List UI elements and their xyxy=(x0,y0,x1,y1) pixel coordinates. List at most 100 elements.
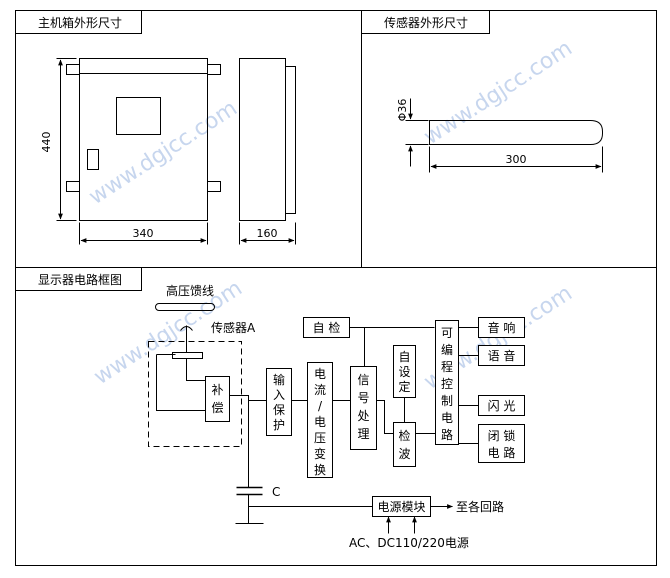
lockout-circuit-block xyxy=(478,424,525,463)
cabinet-side-door xyxy=(285,66,296,214)
mount-ear-bottom-right xyxy=(207,181,221,192)
svg-text:补: 补 xyxy=(211,383,223,397)
svg-text:输: 输 xyxy=(273,372,285,387)
cabinet-handle xyxy=(87,149,99,170)
cabinet-window xyxy=(116,97,161,135)
sensor-outline xyxy=(405,98,603,173)
signal-processing-label: 信 号 处 理 xyxy=(357,373,369,441)
circuit-panel-title: 显示器电路框图 xyxy=(38,272,122,287)
cabinet-panel-title: 主机箱外形尺寸 xyxy=(38,15,122,30)
panel-titles: 主机箱外形尺寸 传感器外形尺寸 显示器电路框图 xyxy=(38,15,468,287)
voice-output-block xyxy=(478,345,525,366)
cabinet-height-label: 440 xyxy=(40,132,53,153)
svg-text:编: 编 xyxy=(441,342,453,357)
cabinet-depth-label: 160 xyxy=(257,227,278,240)
sensor-a-coil-arc xyxy=(180,326,193,331)
svg-text:压: 压 xyxy=(314,431,326,445)
power-module-block xyxy=(372,496,431,517)
svg-text:处: 处 xyxy=(357,409,369,423)
svg-text:控: 控 xyxy=(441,377,453,391)
svg-text:号: 号 xyxy=(357,391,369,405)
lockout-circuit-label: 闭 锁 电 路 xyxy=(488,428,516,460)
circuit-wiring xyxy=(148,303,479,534)
flash-output-block xyxy=(478,395,525,416)
svg-text:可: 可 xyxy=(441,326,453,340)
svg-text:自: 自 xyxy=(398,350,410,364)
compensation-label: 补 偿 xyxy=(211,383,223,415)
svg-text:电: 电 xyxy=(314,367,326,381)
svg-text:/: / xyxy=(318,399,323,413)
svg-text:制: 制 xyxy=(441,394,453,408)
self-setting-label: 自 设 定 xyxy=(398,350,410,394)
svg-text:电: 电 xyxy=(314,415,326,429)
svg-text:理: 理 xyxy=(357,427,369,441)
sensor-panel-title: 传感器外形尺寸 xyxy=(384,15,468,30)
cabinet-side-view xyxy=(239,58,296,245)
to-loops-label: 至各回路 xyxy=(456,499,504,514)
converter-label: 电 流 / 电 压 变 换 xyxy=(314,367,326,477)
sound-output-label: 音 响 xyxy=(488,320,516,335)
power-input-label: AC、DC110/220电源 xyxy=(349,536,469,550)
detection-block xyxy=(393,422,416,467)
sensor-length-label: 300 xyxy=(506,153,527,166)
sensor-diameter-label: Φ36 xyxy=(396,99,409,122)
circuit-labels: 高压馈线 传感器A 补 偿 输 入 保 护 电 流 / 电 压 变 换 自 检 … xyxy=(166,283,515,550)
wire xyxy=(156,354,206,411)
svg-text:路: 路 xyxy=(441,427,453,442)
input-protection-block xyxy=(266,368,292,436)
self-check-block xyxy=(303,317,350,338)
svg-text:检: 检 xyxy=(398,428,410,443)
sensor-a-enclosure xyxy=(148,341,242,447)
cabinet-front-view xyxy=(56,58,221,245)
mount-ear-bottom-left xyxy=(66,181,80,192)
input-protection-label: 输 入 保 护 xyxy=(273,372,285,432)
svg-text:信: 信 xyxy=(357,373,369,387)
circuit-blocks xyxy=(205,317,525,517)
svg-text:波: 波 xyxy=(398,447,410,461)
svg-text:电: 电 xyxy=(441,411,453,425)
signal-processing-block xyxy=(350,366,377,450)
svg-text:定: 定 xyxy=(398,379,410,394)
svg-text:入: 入 xyxy=(273,388,285,402)
mount-ear-top-left xyxy=(66,64,80,75)
watermark-text: www.dgjcc.com xyxy=(85,96,242,210)
cabinet-side-body xyxy=(239,58,286,221)
wire xyxy=(186,358,206,381)
cabinet-title-tab xyxy=(15,10,142,34)
svg-text:偿: 偿 xyxy=(211,400,223,415)
svg-text:闭 锁: 闭 锁 xyxy=(488,428,516,443)
cabinet-front-body xyxy=(79,58,208,221)
watermark-group: www.dgjcc.com www.dgjcc.com www.dgjcc.co… xyxy=(85,36,577,395)
svg-text:电 路: 电 路 xyxy=(488,445,516,460)
hv-feeder-line-symbol xyxy=(155,303,215,311)
outer-border xyxy=(15,10,657,566)
flash-output-label: 闪 光 xyxy=(488,399,516,413)
svg-text:保: 保 xyxy=(273,403,285,417)
svg-text:护: 护 xyxy=(273,418,285,432)
sensor-a-core xyxy=(172,352,203,359)
sound-output-block xyxy=(478,317,525,338)
hv-feeder-label: 高压馈线 xyxy=(166,283,214,298)
current-voltage-converter-block xyxy=(307,362,333,478)
sensor-a-label: 传感器A xyxy=(211,320,256,335)
svg-text:程: 程 xyxy=(441,359,453,374)
cabinet-width-label: 340 xyxy=(133,227,154,240)
sensor-body xyxy=(429,120,603,145)
self-setting-block xyxy=(393,345,416,398)
plc-control-label: 可 编 程 控 制 电 路 xyxy=(441,326,453,442)
self-check-label: 自 检 xyxy=(313,320,341,335)
wire xyxy=(376,400,394,434)
svg-text:设: 设 xyxy=(398,365,410,379)
svg-text:换: 换 xyxy=(314,463,326,477)
circuit-title-tab xyxy=(15,267,142,291)
watermark-text: www.dgjcc.com xyxy=(420,36,577,150)
power-module-label: 电源模块 xyxy=(377,500,425,514)
compensation-block xyxy=(205,376,230,422)
voice-output-label: 语 音 xyxy=(488,348,516,363)
svg-text:变: 变 xyxy=(314,446,326,461)
sensor-title-tab xyxy=(361,10,490,34)
sheet-frame xyxy=(15,10,657,566)
mount-ear-top-right xyxy=(207,64,221,75)
